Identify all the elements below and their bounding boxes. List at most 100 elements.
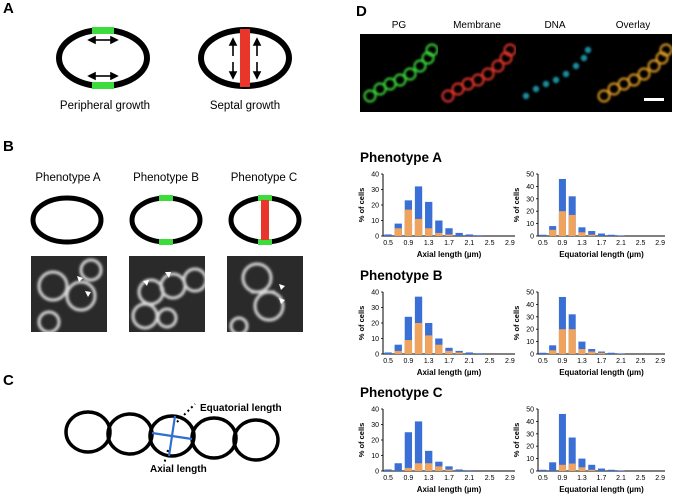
y-tick-label: 20: [371, 203, 379, 210]
y-tick-label: 40: [371, 172, 379, 179]
bar-total-2.1: [465, 234, 473, 236]
x-tick-label: 1.7: [444, 240, 454, 247]
x-tick-label: 2.5: [636, 475, 646, 482]
bar-subset-0.9: [404, 209, 413, 236]
bar-subset-1.5: [435, 466, 443, 471]
caption-septal-growth: Septal growth: [209, 100, 281, 112]
bar-subset-1.1: [568, 214, 576, 236]
growth-mode-diagram: [56, 27, 292, 89]
bar-total-1.9: [607, 234, 615, 236]
bar-total-2.3: [475, 353, 484, 354]
bar-subset-0.9: [404, 467, 413, 471]
y-tick-label: 0: [530, 234, 534, 241]
overlay-channel-image: [594, 34, 672, 112]
bar-subset-0.7: [549, 229, 557, 236]
bar-total-0.7: [549, 462, 557, 471]
bar-subset-1.5: [588, 351, 596, 354]
bar-total-0.7: [549, 345, 557, 354]
chain-cell-4: [190, 416, 238, 460]
y-tick-label: 0: [375, 352, 379, 359]
bar-subset-0.9: [404, 340, 413, 354]
bar-subset-1.1: [414, 323, 423, 354]
bar-total-0.5: [539, 234, 547, 236]
y-axis-label: % of cells: [512, 306, 521, 341]
x-tick-label: 2.1: [464, 475, 474, 482]
y-axis-label: % of cells: [512, 188, 521, 223]
bar-total-1.5: [588, 231, 596, 236]
phenotype-c-micrograph: [227, 256, 303, 332]
bar-subset-1.1: [568, 329, 576, 354]
y-tick-label: 50: [526, 172, 534, 179]
caption-peripheral-growth: Peripheral growth: [59, 100, 151, 112]
phenotype-c-label: Phenotype C: [230, 172, 298, 184]
y-axis-label: % of cells: [357, 306, 366, 341]
bar-subset-1.5: [588, 234, 596, 236]
x-tick-label: 2.1: [464, 358, 474, 365]
bar-subset-1.3: [425, 335, 433, 354]
bar-total-2.1: [617, 235, 625, 236]
y-axis-label: % of cells: [512, 423, 521, 458]
bar-subset-1.1: [568, 463, 576, 471]
x-tick-label: 1.3: [424, 358, 434, 365]
bar-subset-1.3: [425, 228, 433, 236]
x-tick-label: 2.5: [636, 240, 646, 247]
bar-subset-1.3: [578, 467, 586, 471]
bar-total-1.9: [607, 352, 615, 354]
x-tick-label: 1.3: [577, 240, 587, 247]
y-tick-label: 20: [526, 209, 534, 216]
bar-total-0.9: [558, 178, 566, 236]
x-tick-label: 0.9: [558, 475, 568, 482]
x-tick-label: 2.1: [616, 358, 626, 365]
bar-subset-1.5: [435, 344, 443, 354]
x-tick-label: 2.1: [616, 475, 626, 482]
bar-total-1.1: [414, 421, 423, 471]
y-tick-label: 10: [526, 339, 534, 346]
bar-total-0.9: [404, 432, 413, 471]
bar-subset-1.7: [445, 469, 453, 471]
bar-subset-1.7: [445, 234, 453, 236]
x-tick-label: 2.9: [505, 240, 515, 247]
bar-total-0.5: [384, 469, 392, 471]
x-tick-label: 0.9: [558, 358, 568, 365]
y-tick-label: 20: [371, 438, 379, 445]
x-tick-label: 1.7: [597, 358, 607, 365]
bar-subset-1.1: [414, 463, 423, 471]
bar-total-2.1: [617, 470, 625, 471]
x-tick-label: 0.9: [404, 240, 414, 247]
chart-title-phenotype-c: Phenotype C: [360, 385, 443, 400]
bar-total-1.7: [597, 351, 606, 354]
bar-subset-0.7: [394, 350, 402, 354]
x-tick-label: 2.9: [655, 475, 665, 482]
y-tick-label: 0: [375, 234, 379, 241]
y-tick-label: 20: [371, 321, 379, 328]
y-tick-label: 10: [371, 336, 379, 343]
bar-total-0.9: [558, 296, 566, 354]
y-tick-label: 40: [371, 407, 379, 414]
x-tick-label: 2.1: [464, 240, 474, 247]
x-tick-label: 1.3: [577, 475, 587, 482]
bar-total-1.9: [455, 232, 463, 236]
bar-total-1.3: [578, 341, 586, 354]
bar-total-2.1: [465, 470, 473, 471]
bar-total-1.1: [414, 186, 423, 236]
bar-total-1.9: [607, 469, 615, 471]
bar-total-0.5: [384, 234, 392, 236]
bar-total-0.5: [384, 352, 392, 354]
bar-total-1.9: [455, 469, 463, 471]
x-tick-label: 1.3: [577, 358, 587, 365]
channel-label-pg: PG: [391, 20, 407, 31]
y-tick-label: 50: [526, 407, 534, 414]
x-tick-label: 2.5: [636, 358, 646, 365]
bar-total-2.1: [465, 352, 473, 354]
x-tick-label: 2.5: [485, 240, 495, 247]
y-tick-label: 0: [530, 352, 534, 359]
x-axis-label: Equatorial length (µm): [559, 485, 644, 494]
bar-total-0.9: [558, 413, 566, 471]
panel-letter-b: B: [3, 138, 14, 155]
x-tick-label: 2.1: [616, 240, 626, 247]
phenotype-b-cell: [129, 195, 203, 245]
